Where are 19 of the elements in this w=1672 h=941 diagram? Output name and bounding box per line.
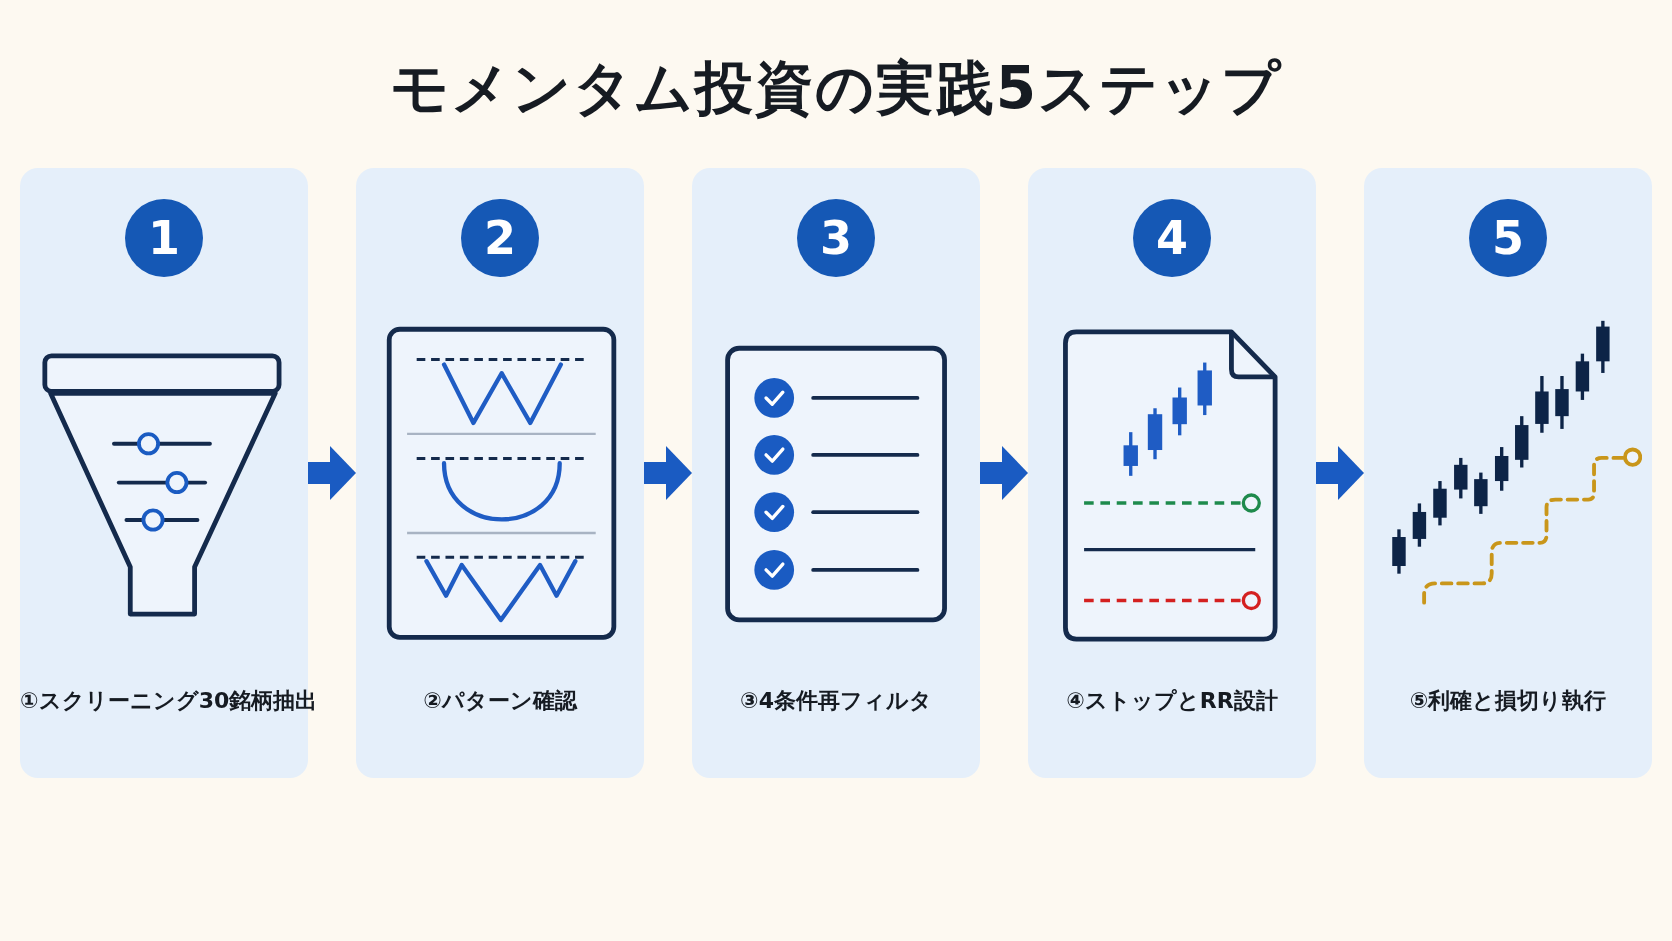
- step-number-circle: 3: [797, 199, 875, 277]
- title: モメンタム投資の実践5ステップ: [389, 53, 1283, 124]
- step-card: [1028, 168, 1316, 778]
- step-number-circle: 2: [461, 199, 539, 277]
- arrow: [644, 446, 692, 500]
- step-caption: ④ストップとRR設計: [1066, 688, 1278, 713]
- arrow: [1316, 446, 1364, 500]
- step-caption: ②パターン確認: [423, 688, 577, 713]
- step-card: [692, 168, 980, 778]
- step-caption: ⑤利確と損切り執行: [1409, 688, 1607, 713]
- step-card: [1364, 168, 1652, 778]
- step-number-circle: 5: [1469, 199, 1547, 277]
- step-number-circle: 1: [125, 199, 203, 277]
- step-caption: ①スクリーニング30銘柄抽出: [20, 688, 318, 713]
- step-caption: ③4条件再フィルタ: [740, 688, 932, 713]
- step-number-circle: 4: [1133, 199, 1211, 277]
- arrow: [980, 446, 1028, 500]
- step-card: [356, 168, 644, 778]
- arrow: [308, 446, 356, 500]
